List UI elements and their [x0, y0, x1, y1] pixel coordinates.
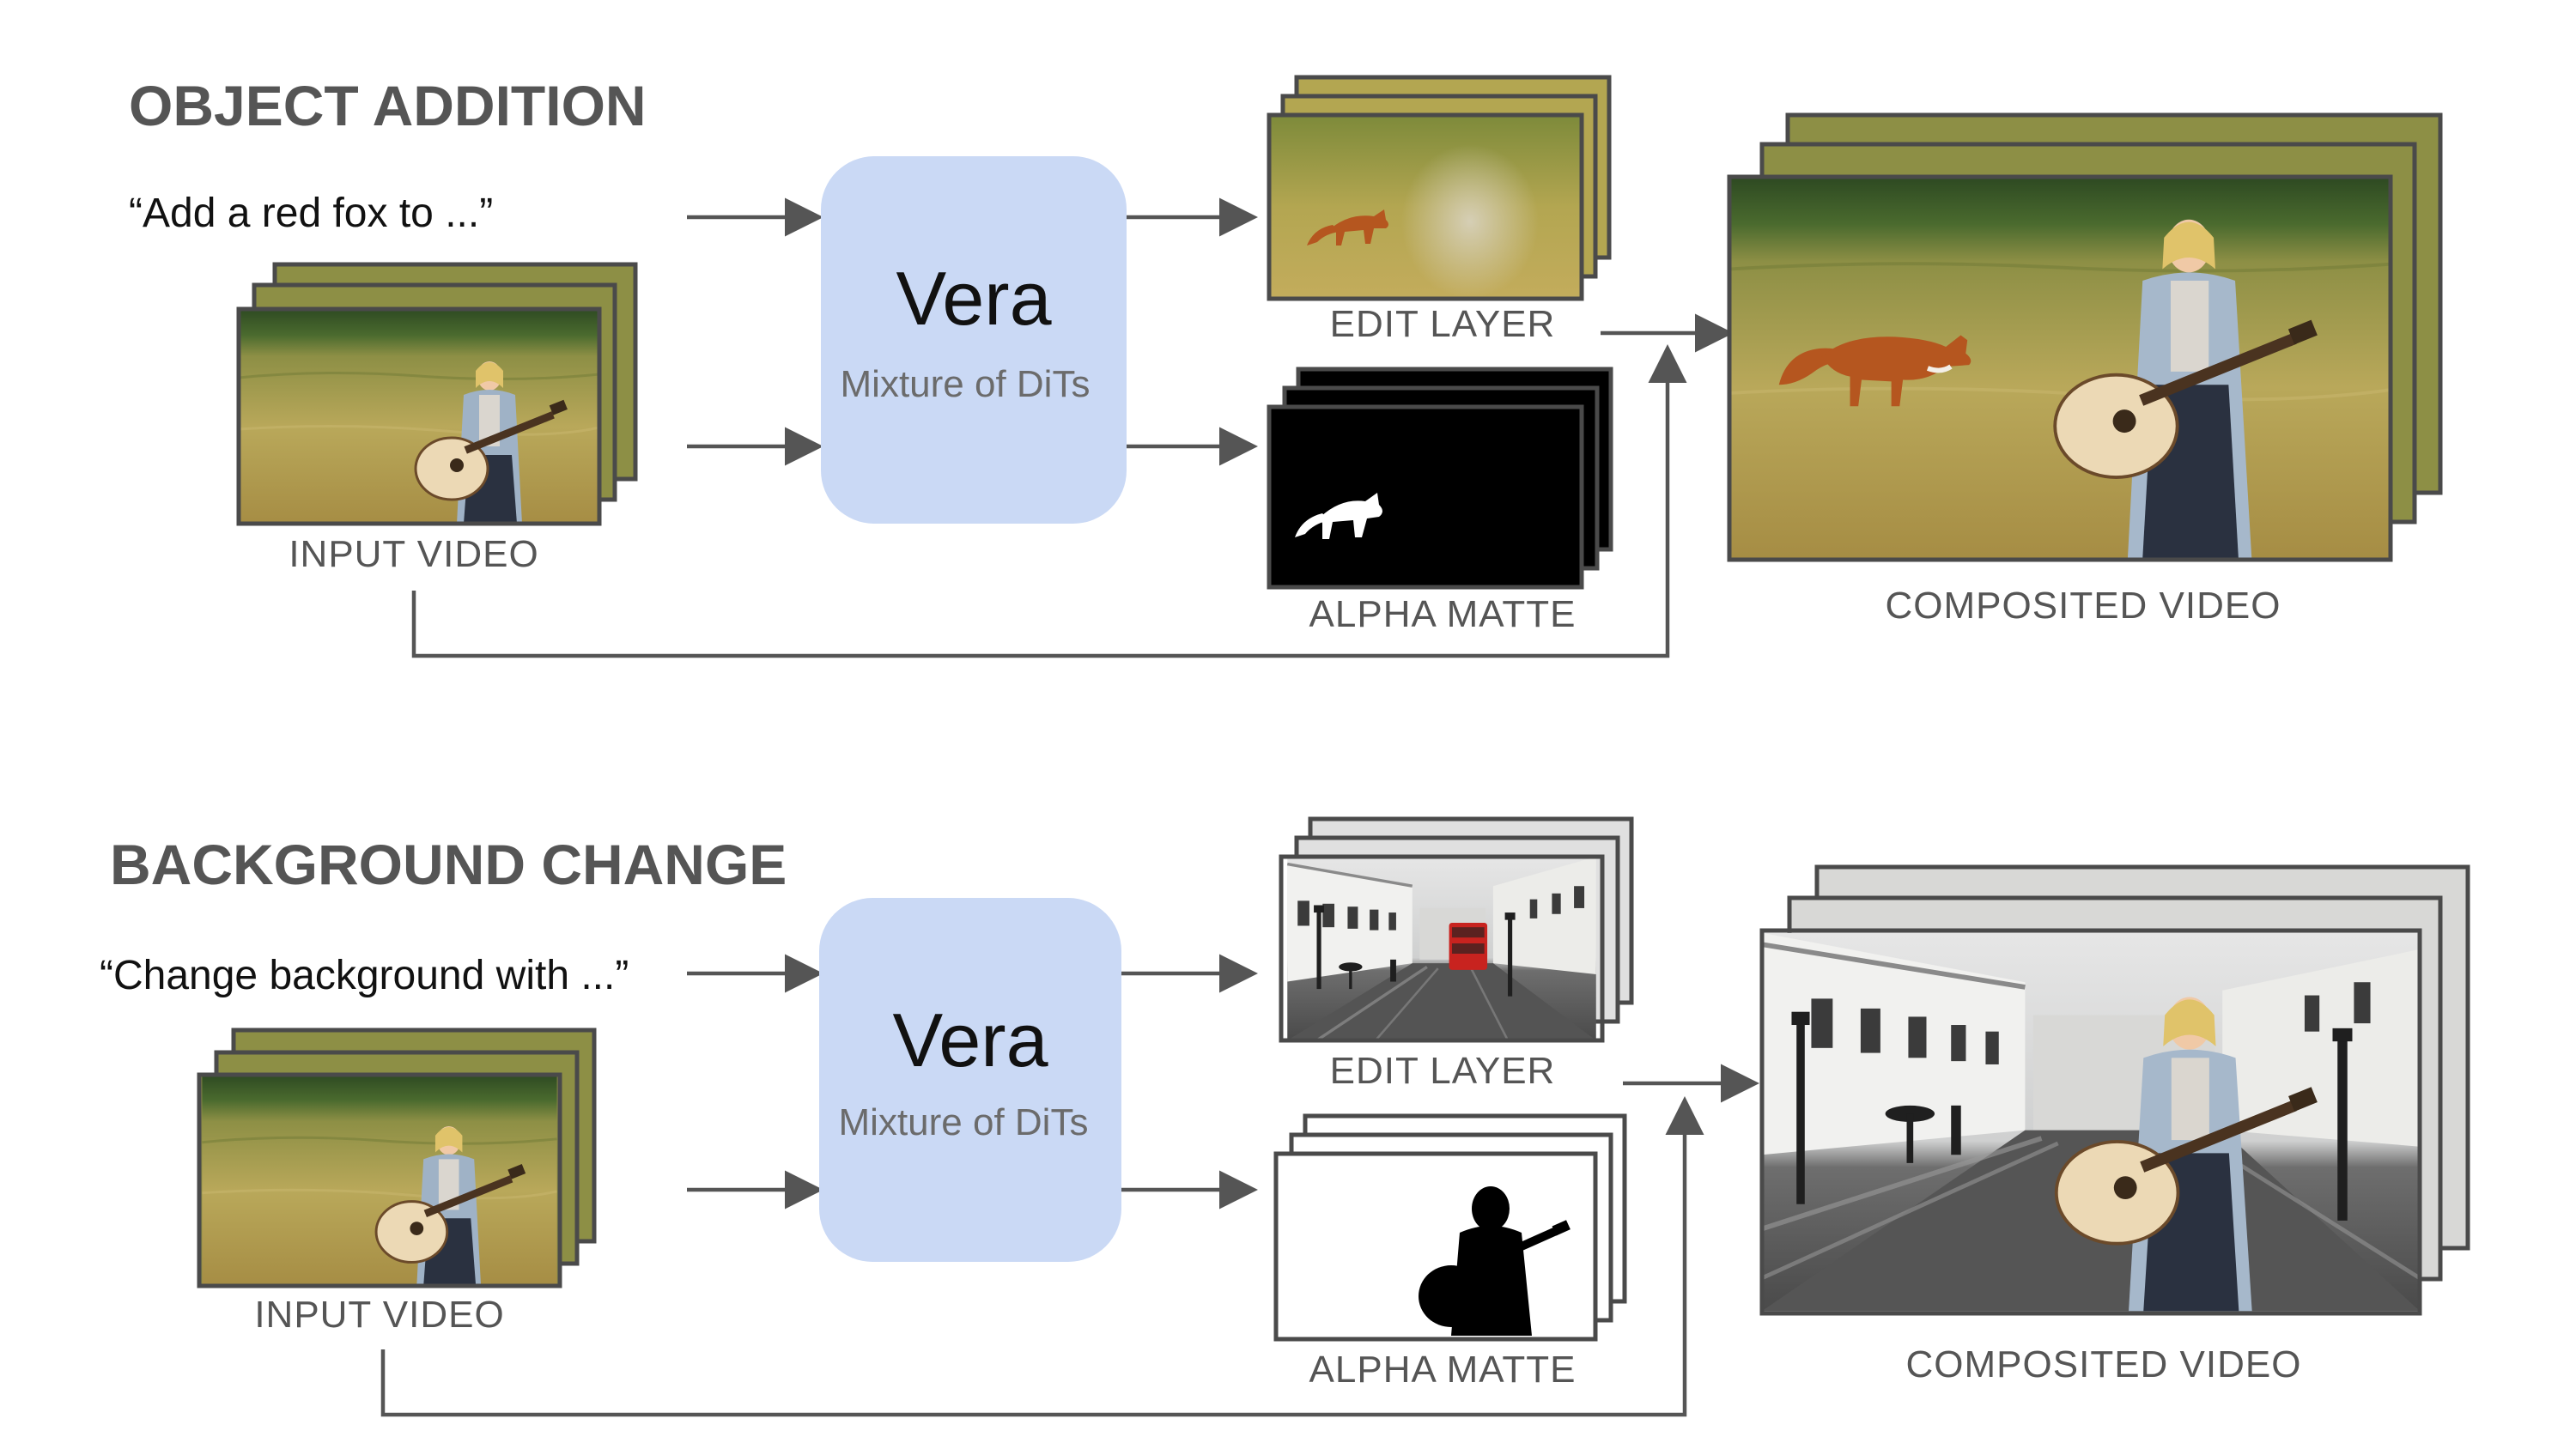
model-subtitle: Mixture of DiTs: [839, 1101, 1089, 1143]
model-name: Vera: [896, 256, 1051, 341]
edit-layer-stack: [1279, 816, 1634, 1043]
composited-video-caption: COMPOSITED VIDEO: [1886, 585, 2281, 627]
section-object-addition: OBJECT ADDITION “Add a red fox to ...” I…: [129, 74, 2443, 658]
fox-figure: [1307, 209, 1388, 246]
alpha-matte-caption: ALPHA MATTE: [1309, 1349, 1577, 1391]
edit-layer-caption: EDIT LAYER: [1330, 303, 1556, 345]
input-video-stack: [197, 1028, 597, 1288]
alpha-matte-stack: [1273, 1113, 1627, 1342]
alpha-matte-caption: ALPHA MATTE: [1309, 593, 1577, 635]
section-title: OBJECT ADDITION: [129, 74, 647, 137]
composited-video-stack: [1727, 112, 2443, 562]
model-name: Vera: [892, 997, 1048, 1082]
input-video-caption: INPUT VIDEO: [254, 1294, 504, 1336]
edit-layer-caption: EDIT LAYER: [1330, 1050, 1556, 1092]
edit-layer-stack: [1267, 75, 1612, 301]
section-background-change: BACKGROUND CHANGE “Change background wit…: [100, 816, 2470, 1417]
composited-video-caption: COMPOSITED VIDEO: [1906, 1343, 2302, 1385]
arrow-up-icon: [411, 344, 1687, 658]
model-subtitle: Mixture of DiTs: [841, 363, 1091, 405]
composited-video-stack: [1759, 864, 2470, 1316]
fox-silhouette: [1295, 493, 1382, 539]
vera-model-box: Vera Mixture of DiTs: [819, 898, 1121, 1262]
guitarist-silhouette: [1419, 1186, 1571, 1336]
input-video-caption: INPUT VIDEO: [289, 533, 538, 575]
arrow-up-icon: [380, 1096, 1704, 1417]
vera-model-box: Vera Mixture of DiTs: [821, 156, 1127, 524]
prompt-text: “Add a red fox to ...”: [129, 191, 493, 236]
input-video-stack: [236, 262, 638, 526]
prompt-text: “Change background with ...”: [100, 953, 629, 998]
section-title: BACKGROUND CHANGE: [110, 833, 787, 896]
alpha-matte-stack: [1267, 367, 1613, 590]
